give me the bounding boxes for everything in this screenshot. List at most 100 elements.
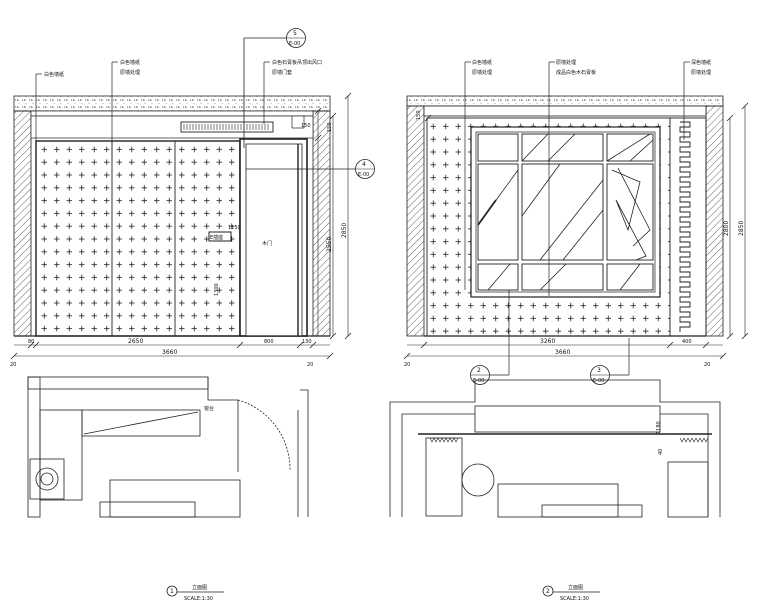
dim-ticks-r [424, 102, 749, 340]
ceiling-face [30, 115, 314, 139]
left-wall-r [406, 105, 425, 337]
door-leaf [245, 143, 303, 337]
r-dim-top: 150 [416, 110, 422, 120]
window-glare [477, 199, 497, 226]
plan-r-wardrobe [667, 461, 709, 518]
r-dim-total: 3660 [555, 349, 570, 356]
left-plan: 窗台 [27, 376, 309, 518]
plan-wall-notch [207, 377, 238, 401]
r-dim-r2: 2850 [738, 221, 745, 236]
plan-r-window-bay [474, 405, 661, 433]
vent-slots [183, 124, 269, 130]
r-dim-r1: 2800 [723, 221, 730, 236]
plan-r-chair [461, 463, 495, 497]
title-right-name: 立面图 [568, 584, 583, 591]
dim-r3: 2850 [341, 223, 348, 238]
r-callout-2a: 原墙处理 [556, 59, 576, 66]
title-right-num: 2 [546, 588, 550, 595]
plan-bed [109, 479, 241, 518]
dim-ticks-bottom [10, 341, 334, 360]
plan-r-cabinet [425, 437, 463, 517]
plan-wall-right [300, 389, 309, 517]
section-ref-bl-num: 2 [477, 367, 481, 374]
door-label: 木门 [262, 240, 272, 247]
r-dim-ticks-bottom [403, 341, 727, 360]
dim-b4: 130 [302, 339, 312, 345]
section-ref-br-sheet: E-00 [593, 378, 604, 384]
plan-r-curtain-teeth [429, 437, 709, 443]
plan-washer-drum [35, 467, 59, 491]
title-left-scale: SCALE:1:30 [184, 596, 213, 602]
ceiling-face-r [423, 105, 707, 117]
plan-wall-top [27, 376, 209, 390]
section-ref-br-num: 3 [597, 367, 601, 374]
title-left-circle [166, 585, 178, 597]
dim-b2: 2650 [128, 338, 143, 345]
feature-panel-pattern [679, 121, 691, 332]
plan-r-inner-l [401, 413, 475, 517]
dim-r2: 2550 [326, 237, 333, 252]
plan-washer-inner [40, 472, 54, 486]
r-callout-3a: 深色墙纸 [691, 59, 711, 66]
left-wall [13, 110, 32, 337]
plan-wardrobe [39, 409, 83, 501]
switch-panel-label: E插座 [210, 234, 223, 241]
section-ref-bl-sheet: E-00 [473, 378, 484, 384]
dim-end-l: 20 [10, 362, 16, 368]
title-right-circle [542, 585, 554, 597]
dim-top: 150 [301, 123, 311, 129]
plan-r-inner-r [660, 413, 709, 517]
plan-label-window: 窗台 [204, 405, 214, 412]
r-dim-b2: 400 [682, 339, 692, 345]
ceiling-slab-r [406, 95, 724, 107]
plan-r-dim-a: 40 [658, 449, 664, 455]
wallpaper-wall [35, 140, 241, 337]
callout-2b: 原墙处理 [120, 69, 140, 76]
window-mullions [477, 133, 654, 291]
plan-r-bed [497, 483, 619, 518]
ceiling-band [30, 110, 314, 117]
title-left: 1 立面图 SCALE:1:30 [166, 584, 224, 602]
dim-b3: 800 [264, 339, 274, 345]
title-left-num: 1 [170, 588, 174, 595]
dim-end-r: 20 [307, 362, 313, 368]
dim-ticks-right [314, 92, 352, 340]
dim-r1: 150 [327, 122, 333, 132]
air-vent [180, 121, 274, 133]
dim-total: 3660 [162, 349, 177, 356]
r-callout-1b: 原墙处理 [472, 69, 492, 76]
left-elevation: 木门 E插座 白色墙纸 白色墙纸 原墙处理 白色石膏板吊顶出风口 原墙门套 5 … [10, 28, 375, 368]
callout-1: 白色墙纸 [44, 71, 64, 78]
section-ref-top-sheet: E-00 [289, 41, 300, 47]
callout-3b: 原墙门套 [272, 69, 292, 76]
plan-r-dim-b: 1180 [656, 421, 662, 434]
r-callout-1a: 白色墙纸 [472, 59, 492, 66]
r-dim-end-l: 20 [404, 362, 410, 368]
r-dim-end-r: 20 [704, 362, 710, 368]
right-plan: 40 1180 [389, 379, 721, 518]
plan-r-pillows [541, 504, 643, 518]
title-right: 2 立面图 SCALE:1:30 [542, 584, 600, 602]
plan-dresser [81, 409, 201, 437]
dim-b1: 80 [28, 339, 34, 345]
title-right-scale: SCALE:1:30 [560, 596, 589, 602]
switch-panel [208, 231, 232, 242]
r-callout-3b: 原墙处理 [691, 69, 711, 76]
section-ref-top-num: 5 [293, 30, 297, 37]
dim-door-w: 1150 [228, 225, 241, 231]
plan-bed-pillows [99, 501, 196, 518]
plan-r-outer [389, 379, 721, 517]
ceiling-box [291, 115, 305, 129]
right-elevation: 白色墙纸 原墙处理 原墙处理 成品白色木石膏板 深色墙纸 原墙处理 150 28… [403, 59, 749, 385]
callout-2a: 白色墙纸 [120, 59, 140, 66]
window-inner [475, 131, 656, 293]
right-wall-r [705, 105, 724, 337]
r-callout-2b: 成品白色木石膏板 [556, 69, 596, 76]
plan-washer [29, 458, 65, 500]
plan-dresser-diag [83, 411, 199, 435]
section-ref-right-sheet: E-00 [358, 172, 369, 178]
plan-door-swing [237, 399, 291, 471]
section-ref-right-num: 4 [362, 161, 366, 168]
right-wall [312, 110, 331, 337]
